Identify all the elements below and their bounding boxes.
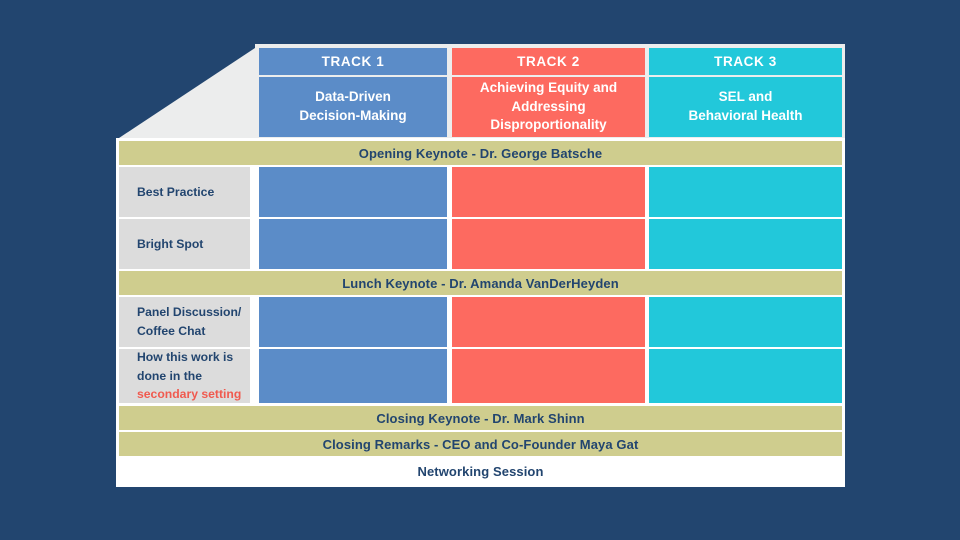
track-2-tab[interactable]: TRACK 2: [452, 48, 645, 75]
cell-secondary-setting-track-3[interactable]: [649, 349, 842, 403]
track-3-tab-label: TRACK 3: [714, 54, 777, 69]
row-label-panel-discussion-line-1: Panel Discussion/: [137, 305, 242, 320]
cell-secondary-setting-track-1[interactable]: [259, 349, 447, 403]
band-networking-session[interactable]: Networking Session: [119, 458, 842, 484]
row-label-panel-discussion: Panel Discussion/ Coffee Chat: [119, 297, 250, 347]
track-3-title-line-1: SEL and: [718, 89, 773, 105]
band-networking-session-label: Networking Session: [417, 463, 544, 479]
cell-secondary-setting-track-2[interactable]: [452, 349, 645, 403]
track-1-title-line-2: Decision-Making: [299, 108, 407, 123]
cell-best-practice-track-3[interactable]: [649, 167, 842, 217]
band-opening-keynote-label: Opening Keynote - Dr. George Batsche: [358, 145, 603, 161]
row-label-secondary-setting-highlight: secondary setting: [137, 387, 242, 402]
track-2-title-line-3: Disproportionality: [490, 117, 607, 133]
band-closing-remarks[interactable]: Closing Remarks - CEO and Co-Founder May…: [119, 432, 842, 456]
track-2-title-line-1: Achieving Equity and: [479, 80, 618, 96]
cell-bright-spot-track-2[interactable]: [452, 219, 645, 269]
corner-wedge-shape: [116, 44, 261, 140]
track-3-tab[interactable]: TRACK 3: [649, 48, 842, 75]
band-lunch-keynote[interactable]: Lunch Keynote - Dr. Amanda VanDerHeyden: [119, 271, 842, 295]
track-2-tab-label: TRACK 2: [517, 54, 580, 69]
cell-panel-discussion-track-1[interactable]: [259, 297, 447, 347]
row-label-secondary-setting-line-2: done in the: [137, 368, 202, 383]
cell-panel-discussion-track-3[interactable]: [649, 297, 842, 347]
row-label-bright-spot: Bright Spot: [119, 219, 250, 269]
cell-panel-discussion-track-2[interactable]: [452, 297, 645, 347]
track-2-description: Achieving Equity and Addressing Dispropo…: [452, 77, 645, 137]
track-3-title-line-2: Behavioral Health: [688, 108, 803, 123]
track-1-tab[interactable]: TRACK 1: [259, 48, 447, 75]
band-closing-keynote-label: Closing Keynote - Dr. Mark Shinn: [376, 410, 585, 426]
row-label-best-practice-line-1: Best Practice: [137, 184, 215, 199]
band-opening-keynote[interactable]: Opening Keynote - Dr. George Batsche: [119, 141, 842, 165]
band-closing-keynote[interactable]: Closing Keynote - Dr. Mark Shinn: [119, 406, 842, 430]
track-2-title-line-2: Addressing: [511, 98, 586, 114]
band-closing-remarks-label: Closing Remarks - CEO and Co-Founder May…: [322, 436, 639, 452]
cell-bright-spot-track-1[interactable]: [259, 219, 447, 269]
row-label-bright-spot-line-1: Bright Spot: [137, 236, 204, 251]
row-label-panel-discussion-line-2: Coffee Chat: [137, 324, 206, 338]
row-label-secondary-setting-line-1: How this work is: [137, 349, 234, 364]
row-label-secondary-setting: How this work is done in the secondary s…: [119, 349, 250, 403]
cell-best-practice-track-2[interactable]: [452, 167, 645, 217]
track-1-description: Data-Driven Decision-Making: [259, 77, 447, 137]
cell-bright-spot-track-3[interactable]: [649, 219, 842, 269]
row-label-best-practice: Best Practice: [119, 167, 250, 217]
track-1-tab-label: TRACK 1: [321, 54, 385, 69]
cell-best-practice-track-1[interactable]: [259, 167, 447, 217]
track-3-description: SEL and Behavioral Health: [649, 77, 842, 137]
band-lunch-keynote-label: Lunch Keynote - Dr. Amanda VanDerHeyden: [342, 275, 619, 291]
track-1-title-line-1: Data-Driven: [315, 89, 391, 105]
